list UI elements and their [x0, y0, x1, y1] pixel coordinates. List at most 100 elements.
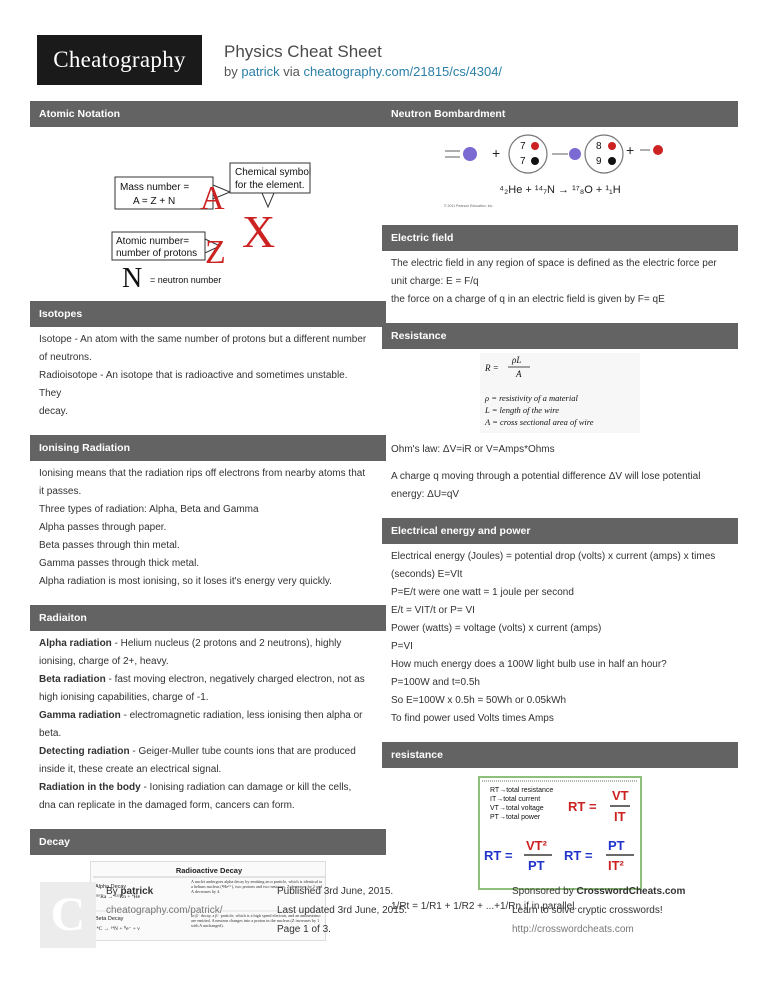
byline-by: by	[224, 64, 238, 79]
ionising-body: Ionising means that the radiation rips o…	[30, 461, 386, 591]
atomic-label-2: number of protons	[116, 248, 197, 259]
formula3-den: IT²	[608, 858, 625, 873]
section-header: Electric field	[382, 225, 738, 251]
text-line: The electric field in any region of spac…	[391, 258, 717, 269]
section-neutron-bombardment: Neutron Bombardment + 7 7 8	[382, 101, 738, 211]
body-term: Radiation in the body	[39, 782, 141, 793]
alpha-term: Alpha radiation	[39, 638, 112, 649]
text-line: Gamma passes through thick metal.	[39, 558, 200, 569]
formula-denominator: A	[515, 369, 522, 379]
text-line: Isotope - An atom with the same number o…	[39, 334, 367, 345]
parallel-formula: 1/Rt = 1/R1 + 1/R2 + ...+1/Rn if in para…	[391, 901, 578, 912]
text-line: Three types of radiation: Alpha, Beta an…	[39, 504, 259, 515]
formula2-den: PT	[528, 858, 545, 873]
reaction-equation: ⁴₂He + ¹⁴₇N → ¹⁷₈O + ¹₁H	[499, 184, 620, 196]
chem-label-1: Chemical symbol	[235, 167, 311, 178]
neutron-label: = neutron number	[150, 275, 221, 285]
formula3-num: PT	[608, 838, 625, 853]
gamma-text: - electromagnetic radiation, less ionisi…	[120, 710, 363, 721]
beta-decay-label: Beta Decay	[95, 916, 124, 922]
formula2-num: VT²	[526, 838, 548, 853]
nucleus-protons-7: 7	[520, 141, 526, 152]
section-header: Ionising Radiation	[30, 435, 386, 461]
footer-author-url[interactable]: cheatography.com/patrick/	[106, 905, 223, 916]
text-line: beta.	[39, 728, 62, 739]
text-line: ionising, charge of 2+, heavy.	[39, 656, 169, 667]
letter-z: Z	[205, 234, 226, 271]
resistance-body: Ohm's law: ΔV=iR or V=Amps*Ohms A charge…	[382, 433, 738, 504]
text-line: energy: ΔU=qV	[391, 489, 460, 500]
decay-img-title: Radioactive Decay	[176, 866, 243, 875]
text-line: Power (watts) = voltage (volts) x curren…	[391, 623, 602, 634]
def-area: A = cross sectional area of wire	[484, 417, 594, 427]
text-line: Alpha passes through paper.	[39, 522, 167, 533]
section-isotopes: Isotopes Isotope - An atom with the same…	[30, 301, 386, 421]
decay-table-image: Radioactive Decay Alpha Decay ²²⁶Ra → ²²…	[90, 861, 326, 941]
formula-numerator: ρL	[511, 355, 521, 365]
text-line: high ionising capabilities, charge of -1…	[39, 692, 209, 703]
legend-pt: PT→total power	[490, 814, 541, 821]
chem-label-2: for the element.	[235, 180, 304, 191]
section-resistance-formulas: resistance RT→total resistance IT→total …	[382, 742, 738, 916]
resistance-power-formulas-image: RT→total resistance IT→total current VT→…	[478, 776, 642, 890]
text-line: Beta passes through thin metal.	[39, 540, 180, 551]
resistance-formula-image: R = ρL A ρ = resistivity of a material L…	[480, 353, 640, 433]
section-header: Electrical energy and power	[382, 518, 738, 544]
text-line: (seconds) E=VIt	[391, 569, 463, 580]
sponsor-name[interactable]: CrosswordCheats.com	[576, 886, 686, 897]
sheet-url-link[interactable]: cheatography.com/21815/cs/4304/	[303, 64, 503, 79]
section-ionising-radiation: Ionising Radiation Ionising means that t…	[30, 435, 386, 591]
image-caption: © 2011 Pearson Education, Inc.	[444, 204, 493, 208]
updated-date: Last updated 3rd June, 2015.	[277, 905, 408, 916]
footer-by: By	[106, 886, 118, 897]
gamma-term: Gamma radiation	[39, 710, 121, 721]
sponsor-url[interactable]: http://crosswordcheats.com	[512, 924, 634, 935]
text-line: P=E/t were one watt = 1 joule per second	[391, 587, 574, 598]
formula3-lhs: RT =	[564, 848, 593, 863]
beta-term: Beta radiation	[39, 674, 106, 685]
letter-a: A	[200, 180, 225, 217]
beta-text: - fast moving electron, negatively charg…	[105, 674, 365, 685]
text-line: the force on a charge of q in an electri…	[391, 294, 665, 305]
nucleus-protons-8: 8	[596, 141, 602, 152]
section-electrical-energy: Electrical energy and power Electrical e…	[382, 518, 738, 728]
published-date: Published 3rd June, 2015.	[277, 886, 394, 897]
detect-term: Detecting radiation	[39, 746, 130, 757]
text-line: dna can replicate in the damaged form, c…	[39, 800, 295, 811]
section-header: Neutron Bombardment	[382, 101, 738, 127]
alpha-decay-eq: ²²⁶Ra → ²²²Rn + ⁴He	[95, 894, 141, 900]
formula1-lhs: RT =	[568, 799, 597, 814]
text-line: So E=100W x 0.5h = 50Wh or 0.05kWh	[391, 695, 567, 706]
section-header: Atomic Notation	[30, 101, 386, 127]
author-link[interactable]: patrick	[241, 64, 280, 79]
page-footer: C By patrick cheatography.com/patrick/ P…	[30, 872, 738, 962]
section-header: Resistance	[382, 323, 738, 349]
text-line: P=VI	[391, 641, 413, 652]
mass-label: Mass number =	[120, 182, 189, 193]
section-header: resistance	[382, 742, 738, 768]
def-rho: ρ = resistivity of a material	[484, 393, 578, 403]
footer-author: By patrick cheatography.com/patrick/	[106, 882, 266, 920]
left-column: Atomic Notation Mass number = A = Z + N …	[30, 101, 386, 955]
text-line: They	[39, 388, 62, 399]
resistance-formulas-body: 1/Rt = 1/R1 + 1/R2 + ...+1/Rn if in para…	[382, 890, 738, 916]
text-line: of neutrons.	[39, 352, 92, 363]
nucleus-neutrons-7: 7	[520, 156, 526, 167]
footer-sponsor: Sponsored by CrosswordCheats.com Learn t…	[512, 882, 738, 939]
section-atomic-notation: Atomic Notation Mass number = A = Z + N …	[30, 101, 386, 294]
section-decay: Decay Radioactive Decay Alpha Decay ²²⁶R…	[30, 829, 386, 941]
letter-n: N	[122, 263, 142, 287]
text-line: it passes.	[39, 486, 82, 497]
nucleus-neutrons-9: 9	[596, 156, 602, 167]
atomic-label-1: Atomic number=	[116, 236, 189, 247]
def-length: L = length of the wire	[484, 405, 559, 415]
page-number: Page 1 of 3.	[277, 924, 331, 935]
electric-field-body: The electric field in any region of spac…	[382, 251, 738, 309]
text-line: inside it, these create an electrical si…	[39, 764, 222, 775]
cheatography-logo[interactable]: Cheatography	[37, 35, 202, 85]
text-line: unit charge: E = F/q	[391, 276, 479, 287]
section-header: Decay	[30, 829, 386, 855]
footer-author-name[interactable]: patrick	[120, 886, 154, 897]
beta-decay-eq: ¹⁴C → ¹⁴N + ⁰e⁻ + ν	[95, 925, 140, 932]
section-radiation: Radiaiton Alpha radiation - Helium nucle…	[30, 605, 386, 815]
